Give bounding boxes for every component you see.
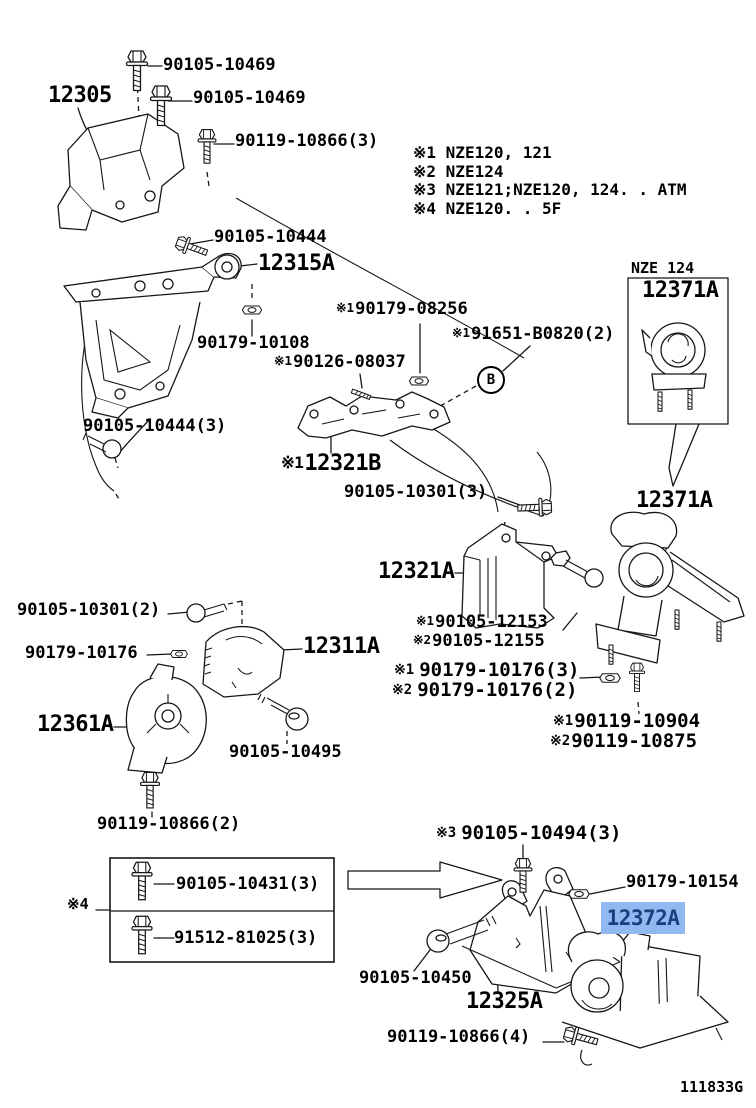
- label-12325A: 12325A: [466, 989, 543, 1014]
- callout-b-marker: B: [477, 366, 505, 394]
- label-90119-10866-2: 90119-10866(2): [97, 814, 241, 834]
- part-12315A-drawing: [63, 252, 242, 469]
- part-12371A-drawing: [595, 511, 745, 665]
- figure-id: 111833G: [680, 1078, 744, 1096]
- note-2: ※2 NZE124: [413, 161, 504, 181]
- label-90105-10469-top: 90105-10469: [163, 55, 276, 75]
- part-12372A-drawing: [561, 931, 729, 1066]
- part-12321B-drawing: [297, 391, 451, 439]
- label-90179-08256: ※190179-08256: [336, 299, 468, 319]
- label-12315A: 12315A: [258, 251, 335, 276]
- label-90105-10444-3: 90105-10444(3): [83, 416, 227, 436]
- inset-nze124-box: [627, 277, 729, 487]
- applicability-notes: ※1 NZE120, 121 ※2 NZE124 ※3 NZE121;NZE12…: [413, 143, 687, 218]
- label-90105-12155: ※290105-12155: [413, 631, 545, 651]
- legend-marker: ※4: [67, 895, 89, 913]
- inset-part-label: 12371A: [642, 278, 719, 303]
- label-91651-B0820: ※191651-B0820(2): [452, 324, 615, 344]
- label-90119-10875: ※290119-10875: [550, 730, 698, 752]
- label-90105-10301-2: 90105-10301(2): [17, 600, 161, 620]
- note-1: ※1 NZE120, 121: [413, 143, 552, 162]
- label-90105-10301-3: 90105-10301(3): [344, 482, 488, 502]
- label-90126-08037: ※190126-08037: [274, 352, 406, 372]
- label-12321B: ※112321B: [281, 451, 381, 476]
- inset-title: NZE 124: [631, 259, 695, 277]
- direction-arrow: [347, 861, 503, 899]
- label-90119-10866-3: 90119-10866(3): [235, 131, 379, 151]
- label-12371A: 12371A: [636, 488, 713, 513]
- bolt-90105-10495-drawing: [257, 693, 309, 731]
- legend-row-91512-81025: 91512-81025(3): [174, 928, 318, 948]
- label-12311A: 12311A: [303, 634, 380, 659]
- legend-row-90105-10431: 90105-10431(3): [176, 874, 320, 894]
- legend-box: [109, 857, 335, 963]
- part-12305-drawing: [57, 113, 185, 231]
- part-12321A-drawing: [461, 523, 559, 629]
- label-90105-12153: ※190105-12153: [416, 612, 548, 632]
- label-90105-10495: 90105-10495: [229, 742, 342, 762]
- label-12321A: 12321A: [378, 559, 455, 584]
- note-3: ※3 NZE121;NZE120, 124. . ATM: [413, 180, 687, 199]
- fasteners: [125, 50, 646, 1051]
- part-12311A-drawing: [202, 625, 285, 698]
- label-12305: 12305: [48, 83, 112, 108]
- label-90119-10904: ※190119-10904: [553, 710, 701, 732]
- part-12361A-drawing: [125, 663, 207, 774]
- label-90119-10866-4: 90119-10866(4): [387, 1027, 531, 1047]
- bolt-90105-12153-drawing: [550, 550, 604, 588]
- note-4: ※4 NZE120. . 5F: [413, 198, 562, 218]
- label-12361A: 12361A: [37, 712, 114, 737]
- bolt-90105-10301-2-drawing: [186, 603, 228, 623]
- label-12372A-highlighted[interactable]: 12372A: [601, 902, 685, 934]
- label-90105-10450: 90105-10450: [359, 968, 472, 988]
- bolt-90105-10450-drawing: [426, 915, 497, 953]
- label-90105-10444: 90105-10444: [214, 227, 327, 247]
- label-90179-10108: 90179-10108: [197, 333, 310, 353]
- label-90105-10469-second: 90105-10469: [193, 88, 306, 108]
- label-90179-10176: 90179-10176: [25, 643, 138, 663]
- label-90179-10154: 90179-10154: [626, 872, 739, 892]
